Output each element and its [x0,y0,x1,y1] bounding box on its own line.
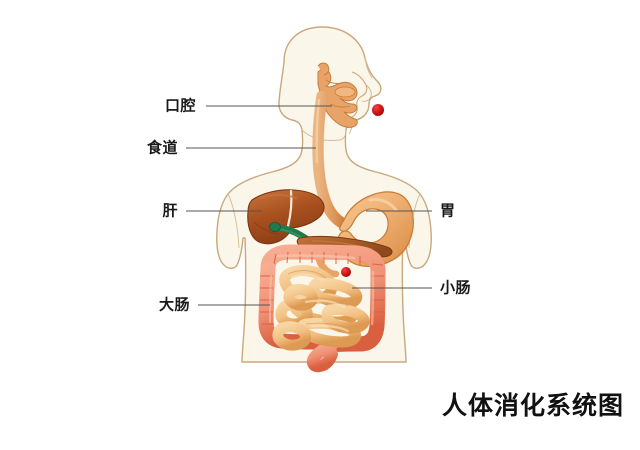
label-liver: 肝 [162,201,178,220]
esophagus [312,90,350,230]
leader-lines [186,105,432,306]
diagram-title: 人体消化系统图 [441,391,624,420]
label-mouth: 口腔 [164,96,196,115]
mouth-marker-dot [372,104,384,116]
small-intestine [272,265,370,351]
oral-cavity [317,62,358,128]
label-stomach: 胃 [440,201,456,220]
marker-dots [341,104,384,277]
label-large-intestine: 大肠 [158,295,190,314]
label-small-intestine: 小肠 [440,278,472,297]
label-esophagus: 食道 [146,138,178,157]
small-intestine-marker-dot [341,267,351,277]
